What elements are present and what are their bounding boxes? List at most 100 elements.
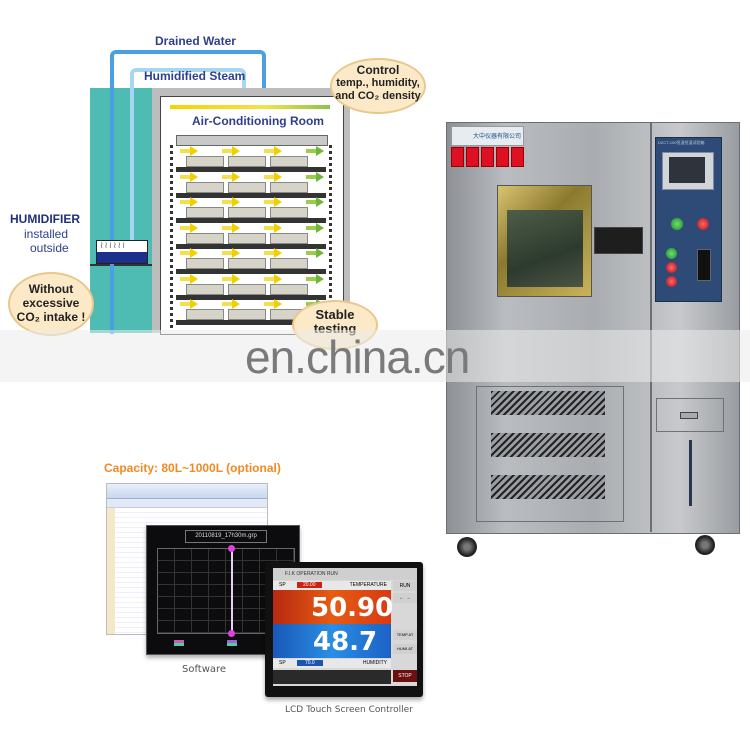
sample-tray xyxy=(228,156,266,167)
airflow-arrow-icon xyxy=(316,171,324,182)
shelf xyxy=(176,218,326,223)
sample-tray xyxy=(228,309,266,320)
shelf xyxy=(176,269,326,274)
sample-tray xyxy=(186,309,224,320)
red-button-3[interactable] xyxy=(666,276,677,287)
sample-tray xyxy=(186,258,224,269)
sp-humidity-row: SP 70.0 HUMIDITY xyxy=(273,659,391,668)
sample-tray xyxy=(186,207,224,218)
legend-2 xyxy=(227,640,237,646)
airflow-arrow-stem xyxy=(180,276,190,281)
airflow-arrow-stem xyxy=(180,302,190,306)
temperature-panel: 50.90 xyxy=(273,590,393,624)
airflow-arrow-stem xyxy=(264,302,274,306)
temp-at-button[interactable]: TEMP.AT xyxy=(393,630,417,640)
humidified-steam-label: Humidified Steam xyxy=(144,69,246,83)
airflow-arrow-icon xyxy=(316,222,324,233)
airflow-arrow-icon xyxy=(190,146,198,156)
sample-tray xyxy=(186,181,224,193)
humidifier-column xyxy=(90,88,152,333)
humidifier-box: ≀≀≀≀≀≀ xyxy=(96,240,148,264)
side-door-handle[interactable] xyxy=(689,440,692,506)
shelf xyxy=(176,192,326,198)
left-rail xyxy=(170,145,173,330)
sample-tray xyxy=(186,283,224,295)
airflow-arrow-icon xyxy=(232,299,240,309)
airflow-arrow-stem xyxy=(222,149,232,153)
airflow-arrow-stem xyxy=(222,276,232,281)
panel-model-text: DZCT-100恒温恒湿试验箱 xyxy=(658,140,705,145)
chart-cursor-top[interactable] xyxy=(228,545,235,552)
software-caption: Software xyxy=(182,664,227,675)
airflow-arrow-icon xyxy=(274,273,282,284)
without-co2-bubble: Without excessive CO₂ intake ! xyxy=(8,272,94,336)
sample-tray xyxy=(270,181,308,193)
airflow-arrow-icon xyxy=(232,171,240,182)
panel-switch[interactable] xyxy=(697,249,711,281)
red-button-2[interactable] xyxy=(666,262,677,273)
caster-left xyxy=(457,537,477,557)
airflow-arrow-icon xyxy=(232,197,240,207)
airflow-arrow-icon xyxy=(274,222,282,233)
sample-tray xyxy=(270,283,308,295)
airflow-arrow-stem xyxy=(264,225,274,230)
airflow-arrow-icon xyxy=(274,299,282,309)
panel-touchscreen[interactable] xyxy=(662,152,714,190)
airflow-arrow-icon xyxy=(316,248,324,258)
airflow-arrow-stem xyxy=(222,225,232,230)
green-power-button[interactable] xyxy=(671,218,683,230)
airflow-arrow-stem xyxy=(180,251,190,255)
sample-tray xyxy=(270,232,308,244)
airflow-arrow-icon xyxy=(274,146,282,156)
drawer[interactable] xyxy=(656,398,724,432)
green-run-button[interactable] xyxy=(666,248,677,259)
lcd-caption: LCD Touch Screen Controller xyxy=(285,705,413,715)
arrow-buttons[interactable]: ← → xyxy=(393,593,417,603)
sample-tray xyxy=(228,258,266,269)
airflow-arrow-stem xyxy=(180,200,190,204)
airflow-arrow-icon xyxy=(232,146,240,156)
airflow-arrow-icon xyxy=(274,248,282,258)
caster-right xyxy=(695,535,715,555)
air-conditioning-room-label: Air-Conditioning Room xyxy=(192,114,324,128)
legend-1 xyxy=(174,640,184,646)
chart-cursor-bottom[interactable] xyxy=(228,630,235,637)
humi-at-button[interactable]: HUMI.AT xyxy=(393,644,417,654)
door-handle[interactable] xyxy=(594,227,643,254)
airflow-arrow-stem xyxy=(180,225,190,230)
warning-labels xyxy=(451,147,524,167)
airflow-arrow-stem xyxy=(306,276,316,281)
sp-humidity-value: 70.0 xyxy=(296,660,323,666)
airflow-arrow-stem xyxy=(180,149,190,153)
airflow-arrow-icon xyxy=(232,273,240,284)
lcd-header: F.I.K OPERATION RUN xyxy=(273,568,417,580)
drawer-handle[interactable] xyxy=(680,412,698,419)
watermark-text: en.china.cn xyxy=(245,331,470,383)
airflow-arrow-stem xyxy=(264,251,274,255)
airflow-arrow-stem xyxy=(306,149,316,153)
sample-tray xyxy=(270,156,308,167)
sample-tray xyxy=(270,258,308,269)
airflow-arrow-stem xyxy=(306,225,316,230)
stop-button[interactable]: STOP xyxy=(393,670,417,682)
sample-tray xyxy=(228,232,266,244)
airflow-arrow-stem xyxy=(222,174,232,179)
airflow-arrow-icon xyxy=(316,146,324,156)
shelf xyxy=(176,243,326,249)
chart-cursor-line[interactable] xyxy=(231,548,233,634)
humidifier-line2: installed xyxy=(24,227,69,241)
drained-water-label: Drained Water xyxy=(153,34,238,48)
airflow-arrow-icon xyxy=(190,171,198,182)
airflow-arrow-icon xyxy=(232,222,240,233)
airflow-arrow-icon xyxy=(274,171,282,182)
sample-tray xyxy=(270,207,308,218)
red-stop-button[interactable] xyxy=(697,218,709,230)
humidifier-title: HUMIDIFIER xyxy=(10,212,80,226)
airflow-arrow-stem xyxy=(180,174,190,179)
airflow-arrow-icon xyxy=(190,273,198,284)
humidifier-line3: outside xyxy=(30,241,69,255)
shelf xyxy=(176,294,326,300)
run-button[interactable]: RUN xyxy=(393,581,417,591)
brand-logo-plate: 大中仪器有限公司 xyxy=(451,126,524,146)
airflow-arrow-stem xyxy=(222,302,232,306)
